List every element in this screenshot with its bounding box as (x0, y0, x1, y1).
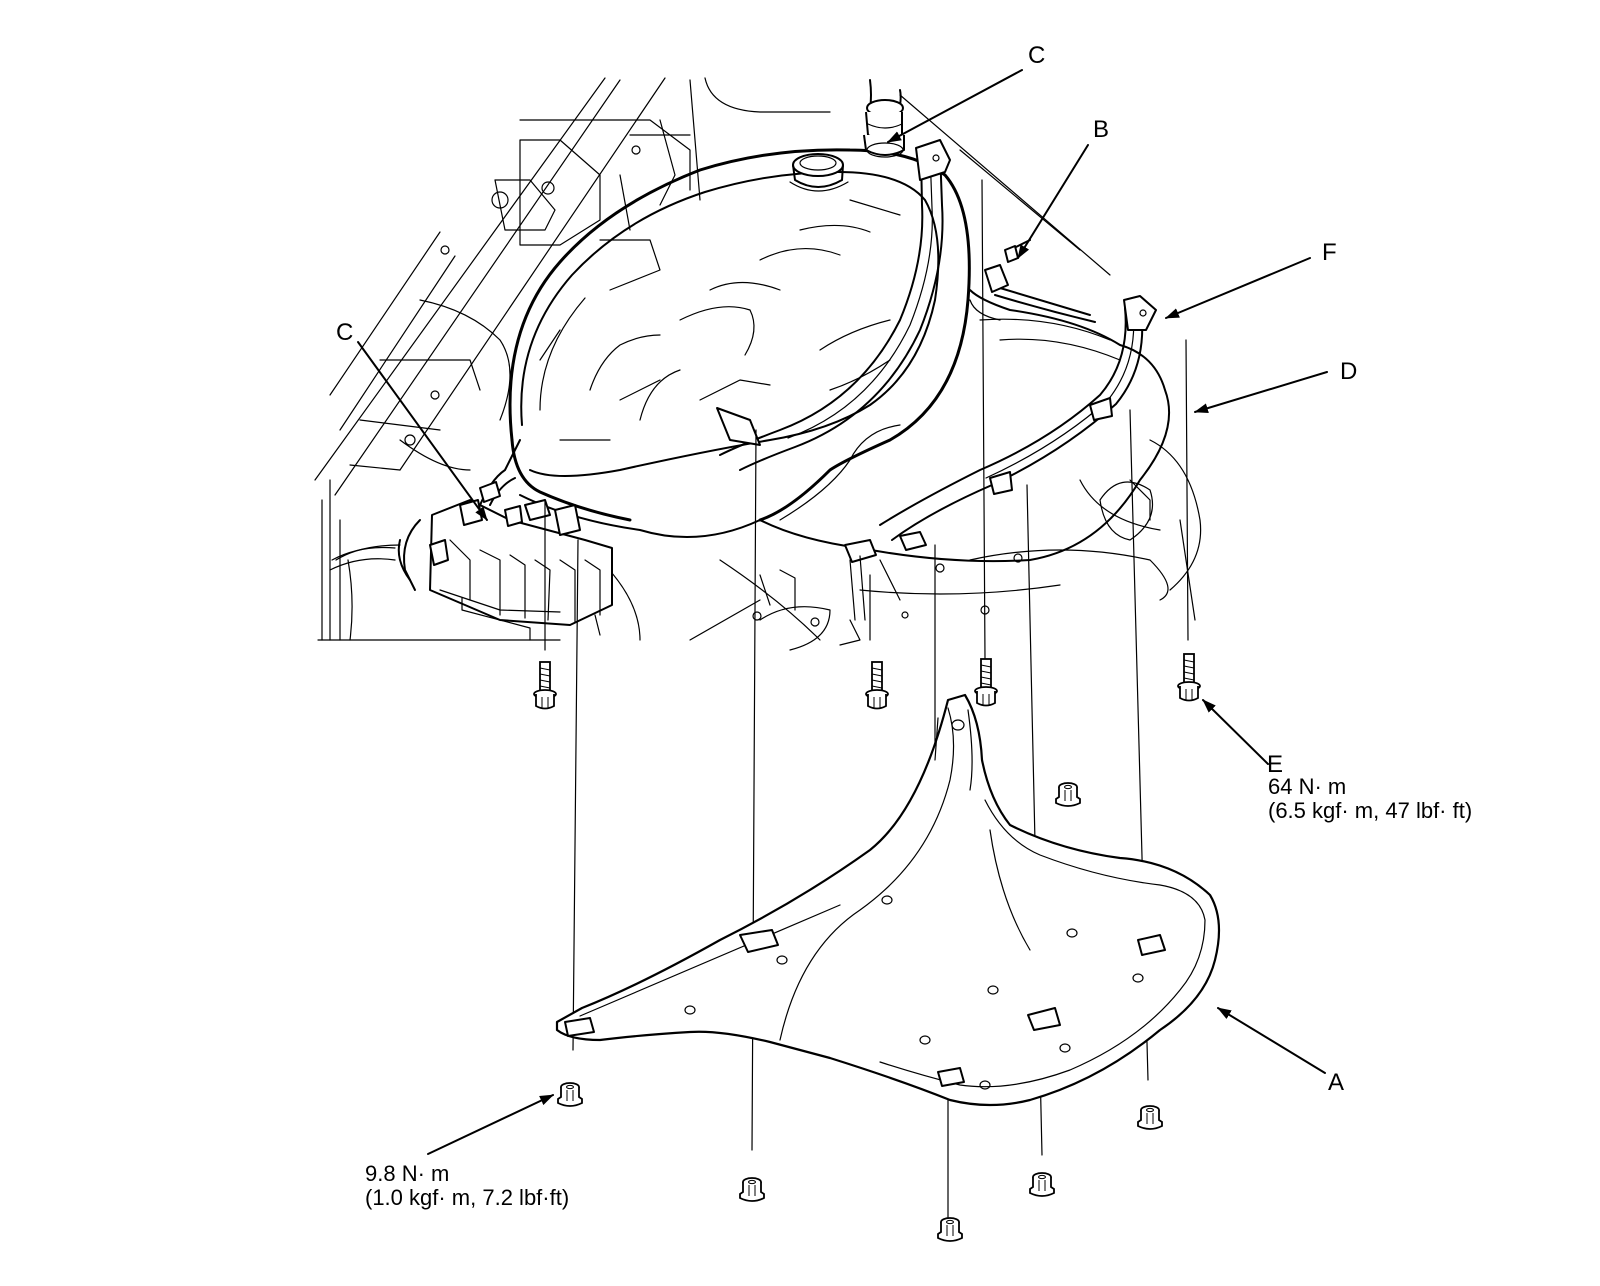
leader-c-left (357, 341, 488, 521)
torque-spec-e-line2: (6.5 kgf· m, 47 lbf· ft) (1268, 798, 1473, 823)
filler-hose (863, 79, 905, 158)
label-d: D (1340, 358, 1358, 385)
nut-front-left (739, 1177, 765, 1202)
label-c-top: C (1028, 42, 1046, 69)
bolt-center (865, 661, 889, 710)
label-a: A (1328, 1069, 1345, 1096)
leader-arrows (357, 69, 1328, 1155)
bolt-e (1177, 653, 1201, 702)
torque-spec-e-line1: 64 N· m (1268, 774, 1347, 799)
label-b: B (1093, 116, 1110, 143)
leader-d (1194, 371, 1328, 414)
bolts (533, 653, 1201, 710)
torque-spec-e: 64 N· m (6.5 kgf· m, 47 lbf· ft) (1268, 775, 1472, 823)
fuel-pipe (984, 239, 1096, 323)
fuel-tank-straps (716, 139, 1157, 621)
torque-spec-nut-line1: 9.8 N· m (365, 1161, 450, 1186)
leader-a (1217, 1007, 1326, 1074)
leader-f (1165, 257, 1311, 319)
bolt-left (533, 661, 557, 710)
nut-right (1137, 1105, 1163, 1130)
vehicle-underbody (314, 77, 1202, 651)
nut-left (557, 1082, 583, 1107)
label-e: E (1267, 751, 1284, 778)
nut-shield-top (1055, 782, 1081, 807)
leader-c-top (887, 69, 1023, 143)
label-f: F (1322, 239, 1337, 266)
torque-spec-nut: 9.8 N· m (1.0 kgf· m, 7.2 lbf·ft) (365, 1162, 569, 1210)
evap-canister (329, 439, 613, 641)
nut-front-center (937, 1217, 963, 1242)
leader-torque-nut (427, 1094, 554, 1155)
leader-b (1017, 144, 1089, 259)
heat-shield (555, 693, 1221, 1107)
nut-front-right (1029, 1172, 1055, 1197)
fuel-tank (508, 148, 1171, 563)
bolt-right (974, 658, 998, 707)
leader-e (1202, 699, 1269, 765)
torque-spec-nut-line2: (1.0 kgf· m, 7.2 lbf·ft) (365, 1185, 570, 1210)
label-c-left: C (336, 319, 354, 346)
